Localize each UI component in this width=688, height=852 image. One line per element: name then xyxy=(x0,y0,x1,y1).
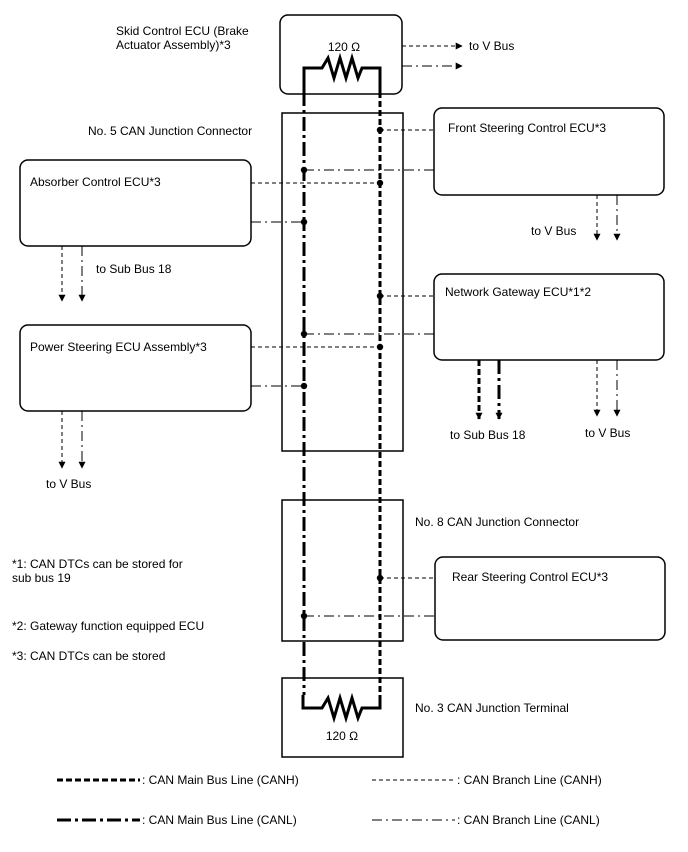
front-v-bus-label: to V Bus xyxy=(531,224,576,238)
junction-dot xyxy=(300,612,308,620)
skid-control-ecu-label-1: Skid Control ECU (Brake xyxy=(116,24,249,38)
no8-junction-connector-box xyxy=(281,499,404,642)
note-2: *2: Gateway function equipped ECU xyxy=(12,619,204,633)
note-3: *3: CAN DTCs can be stored xyxy=(12,649,165,663)
legend-main-canl-label: : CAN Main Bus Line (CANL) xyxy=(142,813,297,827)
legend-branch-canl-label: : CAN Branch Line (CANL) xyxy=(457,813,600,827)
front-steering-ecu-label: Front Steering Control ECU*3 xyxy=(448,121,606,135)
skid-control-ecu-label-2: Actuator Assembly)*3 xyxy=(116,38,231,52)
bottom-resistor-label: 120 Ω xyxy=(326,729,358,743)
ps-v-bus-label: to V Bus xyxy=(46,477,91,491)
power-steering-ecu-label: Power Steering ECU Assembly*3 xyxy=(30,340,207,354)
front-steering-ecu-box xyxy=(433,107,665,196)
no5-junction-connector-box xyxy=(281,112,404,452)
no3-junction-terminal-label: No. 3 CAN Junction Terminal xyxy=(415,701,569,715)
power-steering-ecu-box xyxy=(19,324,252,412)
top-resistor-label: 120 Ω xyxy=(328,40,360,54)
absorber-sub-bus-label: to Sub Bus 18 xyxy=(96,262,172,276)
no5-junction-connector-label: No. 5 CAN Junction Connector xyxy=(88,124,252,138)
bottom-resistor-icon xyxy=(301,692,382,724)
skid-v-bus-label: to V Bus xyxy=(469,39,514,53)
network-gateway-ecu-box xyxy=(433,273,665,361)
absorber-ecu-box xyxy=(19,159,252,247)
legend-main-canh-label: : CAN Main Bus Line (CANH) xyxy=(142,773,299,787)
junction-dot xyxy=(376,126,384,134)
junction-dot xyxy=(300,218,308,226)
note-1-line-1: *1: CAN DTCs can be stored for xyxy=(12,557,183,571)
legend-branch-canh-label: : CAN Branch Line (CANH) xyxy=(457,773,602,787)
junction-dot xyxy=(376,574,384,582)
rear-steering-ecu-label: Rear Steering Control ECU*3 xyxy=(452,570,608,584)
top-resistor-icon xyxy=(302,52,382,92)
junction-dot xyxy=(300,166,308,174)
junction-dot xyxy=(376,179,384,187)
junction-dot xyxy=(300,330,308,338)
gateway-sub-bus-label: to Sub Bus 18 xyxy=(450,428,526,442)
junction-dot xyxy=(300,382,308,390)
junction-dot xyxy=(376,292,384,300)
note-1-line-2: sub bus 19 xyxy=(12,571,71,585)
skid-control-ecu-box xyxy=(279,14,403,95)
rear-steering-ecu-box xyxy=(434,556,666,641)
absorber-ecu-label: Absorber Control ECU*3 xyxy=(30,175,161,189)
network-gateway-ecu-label: Network Gateway ECU*1*2 xyxy=(445,285,591,299)
junction-dot xyxy=(376,343,384,351)
gateway-v-bus-label: to V Bus xyxy=(585,426,630,440)
no3-junction-terminal-box xyxy=(281,677,404,758)
no8-junction-connector-label: No. 8 CAN Junction Connector xyxy=(415,515,579,529)
